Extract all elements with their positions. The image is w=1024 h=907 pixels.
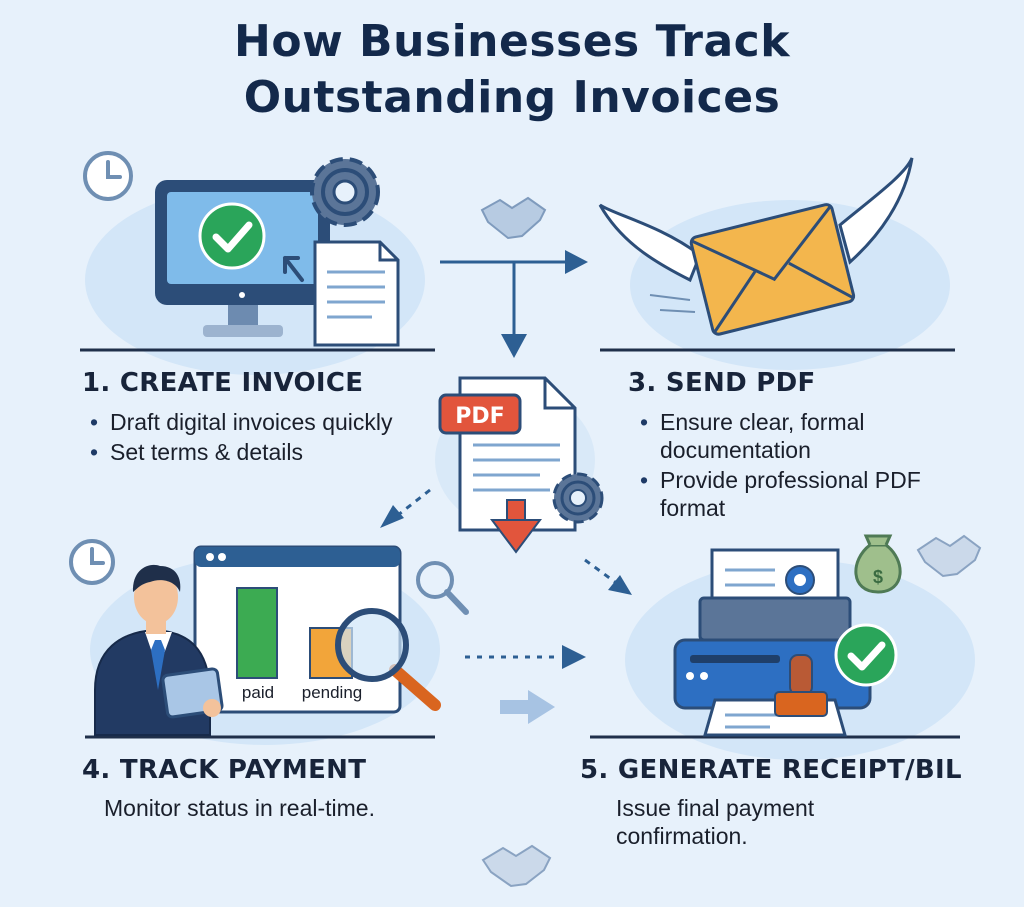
page-title: How Businesses Track Outstanding Invoice… xyxy=(0,14,1024,126)
clock-icon xyxy=(83,151,133,201)
pdf-badge: PDF xyxy=(438,393,522,435)
step-heading-send-pdf: 3. SEND PDF xyxy=(628,368,816,398)
search-icon xyxy=(416,561,469,615)
document-icon xyxy=(313,240,400,347)
chart-label-paid: paid xyxy=(242,683,274,702)
handshake-icon xyxy=(480,196,547,240)
step-bullets-create-invoice: Draft digital invoices quickly Set terms… xyxy=(82,408,412,468)
download-arrow-icon xyxy=(490,499,542,554)
money-bag-icon: $ xyxy=(854,534,902,594)
svg-text:$: $ xyxy=(873,567,883,587)
gear-icon xyxy=(552,472,604,524)
ground-lines xyxy=(80,348,960,739)
chart-bar-paid xyxy=(236,587,278,679)
bullet-item: Set terms & details xyxy=(82,438,412,466)
check-circle-icon xyxy=(198,202,266,270)
step-heading-generate-receipt: 5. GENERATE RECEIPT/BIL xyxy=(580,755,962,785)
bullet-item: Provide professional PDF format xyxy=(632,466,972,522)
step-description-generate-receipt: Issue final payment confirmation. xyxy=(616,795,815,849)
flow-arrows xyxy=(380,250,632,724)
page-title-line-2: Outstanding Invoices xyxy=(243,72,781,123)
winged-envelope-icon xyxy=(598,157,914,336)
handshake-icon xyxy=(481,844,552,888)
step-heading-create-invoice: 1. CREATE INVOICE xyxy=(82,368,364,398)
bullet-item: Ensure clear, formal documentation xyxy=(632,408,972,464)
pdf-badge-label: PDF xyxy=(455,404,504,429)
chart-label-pending: pending xyxy=(302,683,363,702)
handshake-icon xyxy=(916,534,982,578)
tablet-icon xyxy=(161,667,224,719)
step-description-track-payment: Monitor status in real-time. xyxy=(104,795,375,821)
step-bullets-send-pdf: Ensure clear, formal documentation Provi… xyxy=(632,408,972,524)
magnifier-icon xyxy=(335,608,441,711)
bullet-item: Draft digital invoices quickly xyxy=(82,408,412,436)
gear-icon xyxy=(310,157,380,227)
stamp-icon xyxy=(774,654,828,717)
step-heading-track-payment: 4. TRACK PAYMENT xyxy=(82,755,367,785)
check-circle-icon xyxy=(834,623,898,687)
cursor-arrow-icon xyxy=(283,256,304,282)
page-title-line-1: How Businesses Track xyxy=(234,16,790,67)
clock-icon xyxy=(69,539,115,585)
